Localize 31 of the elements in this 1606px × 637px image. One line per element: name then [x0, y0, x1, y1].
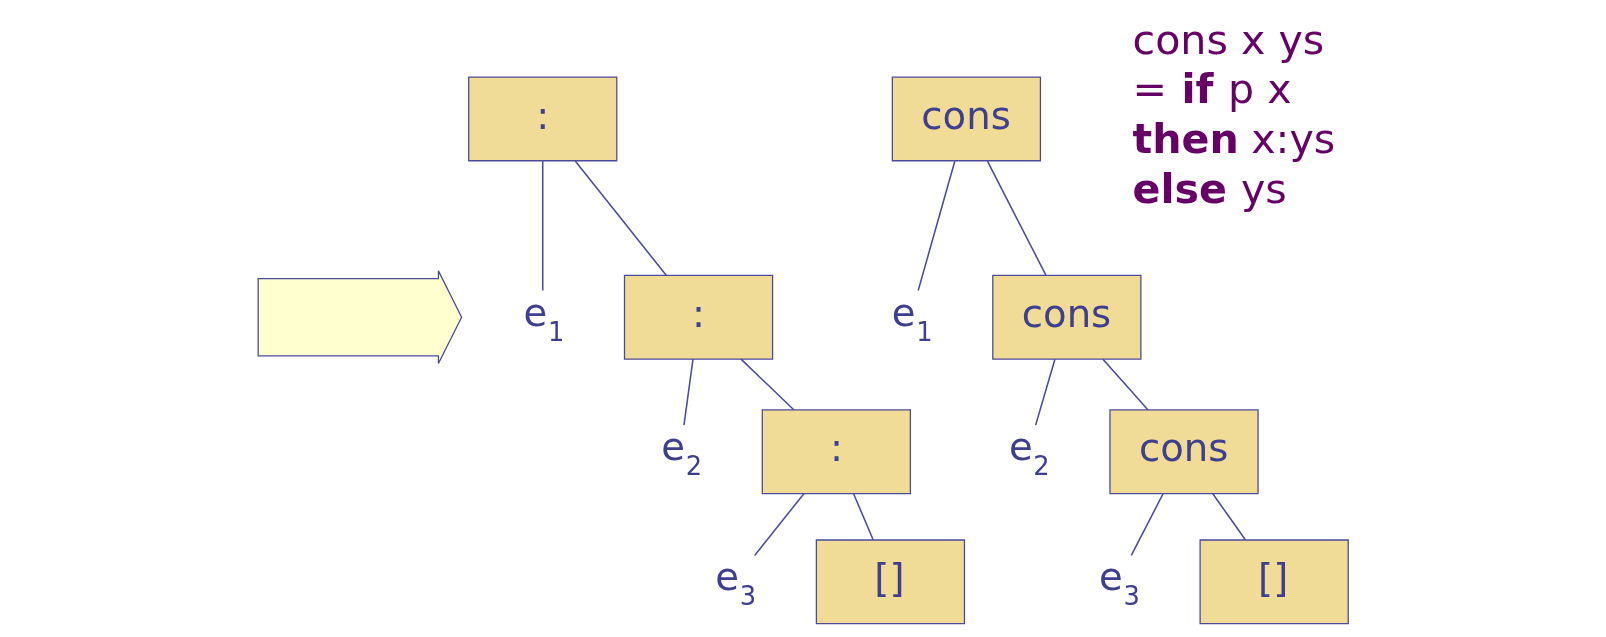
node-text: e$_{3}$ [1098, 554, 1140, 612]
node-text: e$_{2}$ [1008, 424, 1050, 482]
node-text: e$_{2}$ [660, 424, 702, 482]
node-box: cons [891, 76, 1041, 162]
node-arrow [257, 270, 462, 365]
connector [682, 358, 694, 426]
connector [1130, 493, 1164, 557]
label: then x:ys [1132, 115, 1335, 164]
node-box: : [761, 409, 911, 495]
node-box: cons [991, 274, 1142, 360]
node-box: [] [1198, 539, 1349, 625]
connector [1034, 358, 1056, 426]
node-box: : [623, 274, 773, 360]
connector [916, 160, 956, 292]
label: = if p x [1132, 64, 1292, 113]
node-box: : [467, 76, 617, 162]
connector [753, 493, 805, 557]
connector [986, 160, 1047, 277]
connector [1211, 493, 1246, 541]
label: cons x ys [1132, 16, 1324, 64]
node-text: e$_{3}$ [714, 554, 756, 612]
connector [739, 358, 795, 411]
connector [541, 160, 543, 292]
node-text: e$_{1}$ [891, 289, 933, 347]
label: else ys [1132, 165, 1287, 214]
node-text: e$_{1}$ [522, 289, 564, 347]
connector [574, 160, 667, 277]
connector [1101, 358, 1149, 411]
node-box: cons [1108, 409, 1259, 495]
node-box: [] [815, 539, 965, 625]
connector [852, 493, 874, 541]
